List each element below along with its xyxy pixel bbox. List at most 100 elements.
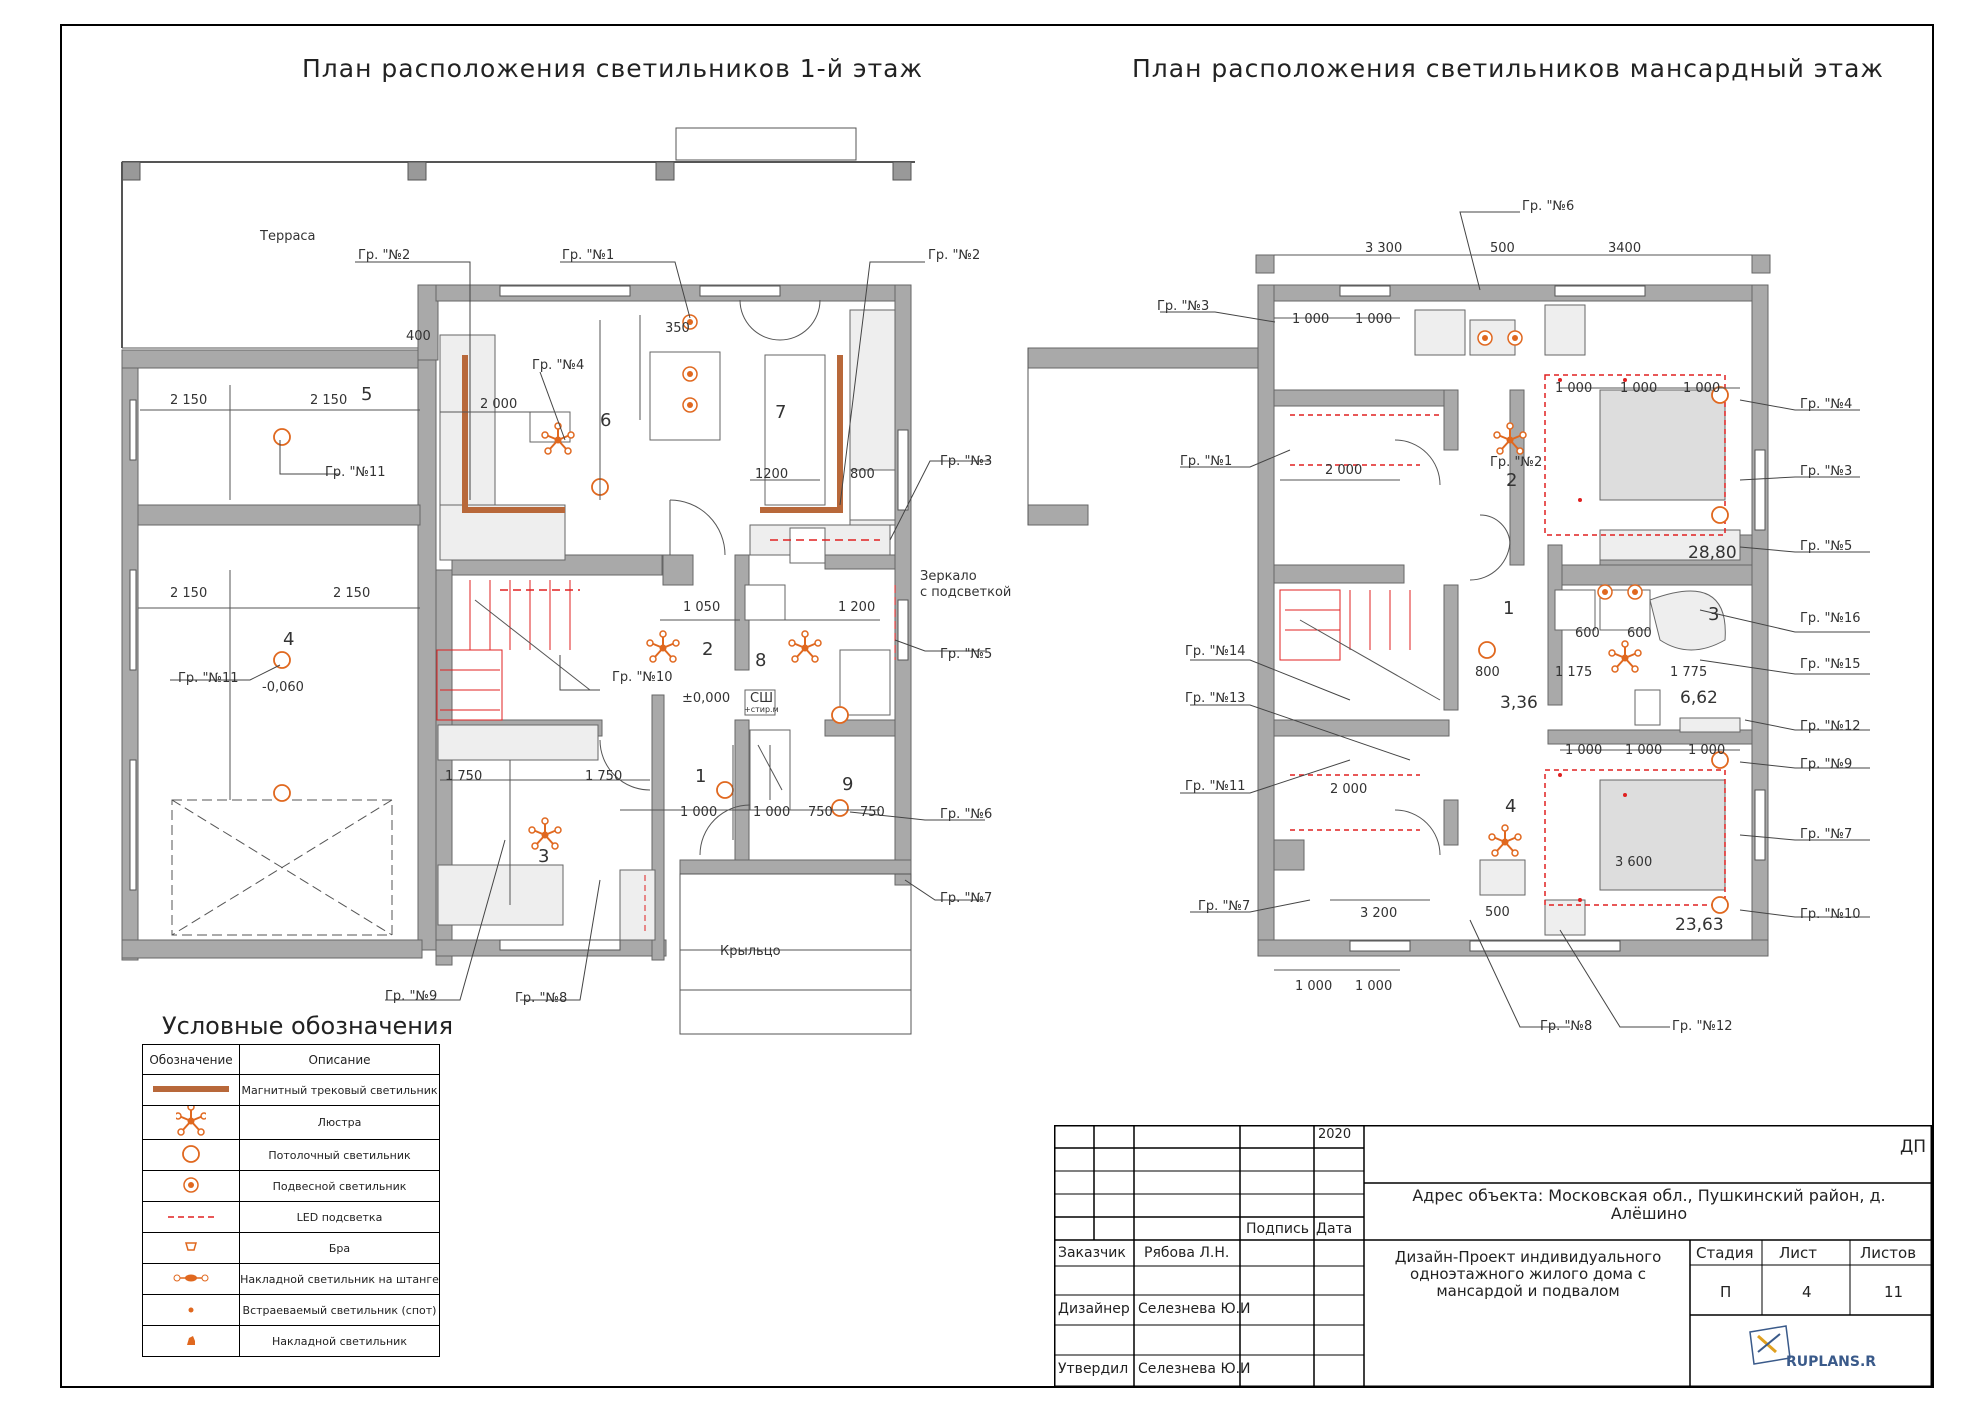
svg-text:1 050: 1 050 — [683, 600, 720, 615]
level-label-1: -0,060 — [262, 680, 304, 695]
floor1-group-5: Гр. "№5 — [940, 647, 992, 662]
floor1-group-9: Гр. "№9 — [385, 989, 437, 1004]
legend-col-desc: Описание — [239, 1044, 440, 1075]
designer-name: Селезнева Ю.И — [1138, 1301, 1251, 1317]
svg-text:1 000: 1 000 — [1555, 381, 1592, 396]
legend-header-row: Обозначение Описание — [142, 1044, 440, 1075]
legend-row: Встраеваемый светильник (спот) — [142, 1294, 440, 1326]
svg-text:2 150: 2 150 — [170, 586, 207, 601]
sh-sub-label: +стир.м — [744, 705, 779, 714]
level-label-2: ±0,000 — [682, 691, 730, 706]
svg-text:1 000: 1 000 — [1355, 312, 1392, 327]
stage-value: П — [1720, 1283, 1732, 1301]
svg-text:800: 800 — [1475, 665, 1500, 680]
svg-text:3 600: 3 600 — [1615, 855, 1652, 870]
floor1-plan-title: План расположения светильников 1-й этаж — [302, 54, 924, 83]
floor1-group-6: Гр. "№6 — [940, 807, 992, 822]
track-light-icon — [142, 1074, 240, 1106]
chandelier-icon — [142, 1103, 240, 1140]
legend-desc: LED подсветка — [239, 1201, 440, 1233]
svg-text:500: 500 — [1485, 905, 1510, 920]
attic-group-11: Гр. "№11 — [1185, 779, 1246, 794]
attic-group-5: Гр. "№5 — [1800, 539, 1852, 554]
floor1-group-4: Гр. "№4 — [532, 358, 584, 373]
attic-area-1: 28,80 — [1688, 543, 1737, 563]
attic-group-3b: Гр. "№3 — [1800, 464, 1852, 479]
svg-text:2 000: 2 000 — [1330, 782, 1367, 797]
year-label: 2020 — [1318, 1127, 1352, 1142]
svg-text:1 750: 1 750 — [445, 769, 482, 784]
svg-text:1200: 1200 — [755, 467, 788, 482]
legend-desc: Люстра — [239, 1105, 440, 1140]
led-strip-icon — [142, 1201, 240, 1233]
approver-role: Утвердил — [1058, 1361, 1129, 1377]
attic-group-13: Гр. "№13 — [1185, 691, 1246, 706]
sheet-value: 4 — [1802, 1283, 1812, 1301]
svg-text:2 150: 2 150 — [310, 393, 347, 408]
doc-code: ДП — [1900, 1137, 1927, 1157]
svg-text:1 000: 1 000 — [1625, 743, 1662, 758]
attic-group-6: Гр. "№6 — [1522, 199, 1574, 214]
svg-text:750: 750 — [860, 805, 885, 820]
legend-row: Накладной светильник на штанге — [142, 1263, 440, 1295]
sheets-label: Листов — [1860, 1244, 1917, 1262]
svg-text:2 000: 2 000 — [480, 397, 517, 412]
attic-room-4: 4 — [1505, 796, 1516, 817]
svg-text:1 000: 1 000 — [1295, 979, 1332, 994]
attic-group-3a: Гр. "№3 — [1157, 299, 1209, 314]
approver-name: Селезнева Ю.И — [1138, 1361, 1251, 1377]
sheets-value: 11 — [1884, 1283, 1904, 1301]
attic-group-7a: Гр. "№7 — [1800, 827, 1852, 842]
customer-name: Рябова Л.Н. — [1144, 1245, 1230, 1261]
floor1-group-11b: Гр. "№11 — [178, 671, 239, 686]
attic-group-2: Гр. "№2 — [1490, 455, 1542, 470]
legend-row: Бра — [142, 1232, 440, 1264]
attic-area-4: 23,63 — [1675, 915, 1724, 935]
svg-text:1 000: 1 000 — [1683, 381, 1720, 396]
svg-text:3 300: 3 300 — [1365, 241, 1402, 256]
attic-room-1: 1 — [1503, 598, 1514, 619]
legend-row: Магнитный трековый светильник — [142, 1074, 440, 1106]
attic-group-7b: Гр. "№7 — [1198, 899, 1250, 914]
floor1-group-1: Гр. "№1 — [562, 248, 614, 263]
pendant-light-icon — [142, 1170, 240, 1202]
surface-light-icon — [142, 1325, 240, 1357]
svg-text:350: 350 — [665, 321, 690, 336]
svg-text:600: 600 — [1575, 626, 1600, 641]
legend-title: Условные обозначения — [162, 1012, 454, 1040]
sh-label: СШ — [750, 691, 773, 706]
room-number-4: 4 — [283, 629, 294, 650]
rod-light-icon — [142, 1263, 240, 1295]
attic-group-12a: Гр. "№12 — [1800, 719, 1861, 734]
attic-group-14: Гр. "№14 — [1185, 644, 1246, 659]
attic-area-3: 6,62 — [1680, 688, 1718, 708]
date-label: Дата — [1316, 1221, 1353, 1237]
svg-text:1 775: 1 775 — [1670, 665, 1707, 680]
svg-text:1 200: 1 200 — [838, 600, 875, 615]
svg-text:1 000: 1 000 — [753, 805, 790, 820]
room-number-3: 3 — [538, 846, 549, 867]
designer-role: Дизайнер — [1058, 1301, 1130, 1317]
attic-plan-title: План расположения светильников мансардны… — [1132, 54, 1884, 83]
porch-label: Крыльцо — [720, 944, 781, 959]
floor1-group-7: Гр. "№7 — [940, 891, 992, 906]
legend-table: Обозначение Описание Магнитный трековый … — [142, 1044, 440, 1357]
svg-text:2 150: 2 150 — [333, 586, 370, 601]
legend-desc: Подвесной светильник — [239, 1170, 440, 1202]
floor1-group-3: Гр. "№3 — [940, 454, 992, 469]
room-number-1: 1 — [695, 766, 706, 787]
svg-text:1 000: 1 000 — [1355, 979, 1392, 994]
ruplans-logo: RUPLANS.RU — [1746, 1322, 1887, 1374]
room-number-9: 9 — [842, 774, 853, 795]
svg-text:3400: 3400 — [1608, 241, 1641, 256]
customer-role: Заказчик — [1058, 1245, 1126, 1261]
title-block: 2020 ДП Адрес объекта: Московская обл., … — [1054, 1125, 1932, 1387]
attic-group-15: Гр. "№15 — [1800, 657, 1861, 672]
attic-area-2: 3,36 — [1500, 693, 1538, 713]
stage-label: Стадия — [1696, 1244, 1754, 1262]
svg-text:1 000: 1 000 — [1565, 743, 1602, 758]
svg-text:800: 800 — [850, 467, 875, 482]
legend-desc: Накладной светильник — [239, 1325, 440, 1357]
svg-text:1 000: 1 000 — [1292, 312, 1329, 327]
legend-row: Накладной светильник — [142, 1325, 440, 1357]
